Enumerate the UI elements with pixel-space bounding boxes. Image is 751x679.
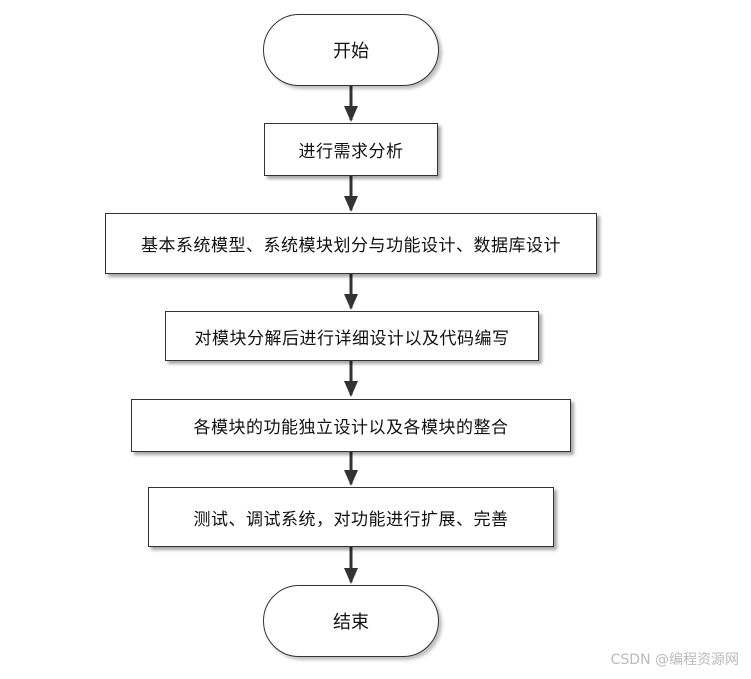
step-label: 进行需求分析 — [298, 142, 404, 162]
arrowhead-3 — [344, 294, 358, 310]
step-system-design: 基本系统模型、系统模块划分与功能设计、数据库设计 — [105, 213, 597, 274]
arrowhead-1 — [344, 106, 358, 122]
step-detailed-design: 对模块分解后进行详细设计以及代码编写 — [165, 311, 539, 361]
step-testing: 测试、调试系统，对功能进行扩展、完善 — [148, 487, 554, 547]
step-module-integration: 各模块的功能独立设计以及各模块的整合 — [131, 399, 571, 452]
step-requirements-analysis: 进行需求分析 — [264, 123, 438, 176]
arrowhead-6 — [344, 568, 358, 584]
step-label: 基本系统模型、系统模块划分与功能设计、数据库设计 — [141, 236, 561, 256]
arrowhead-5 — [344, 470, 358, 486]
step-label: 测试、调试系统，对功能进行扩展、完善 — [193, 509, 509, 530]
step-label: 各模块的功能独立设计以及各模块的整合 — [193, 418, 509, 438]
start-node: 开始 — [263, 14, 439, 86]
step-label: 对模块分解后进行详细设计以及代码编写 — [194, 328, 510, 349]
arrowhead-2 — [344, 196, 358, 212]
arrowhead-4 — [344, 381, 358, 397]
start-label: 开始 — [333, 41, 369, 62]
end-node: 结束 — [263, 585, 439, 657]
end-label: 结束 — [333, 612, 369, 633]
watermark: CSDN @编程资源网 — [610, 652, 739, 668]
